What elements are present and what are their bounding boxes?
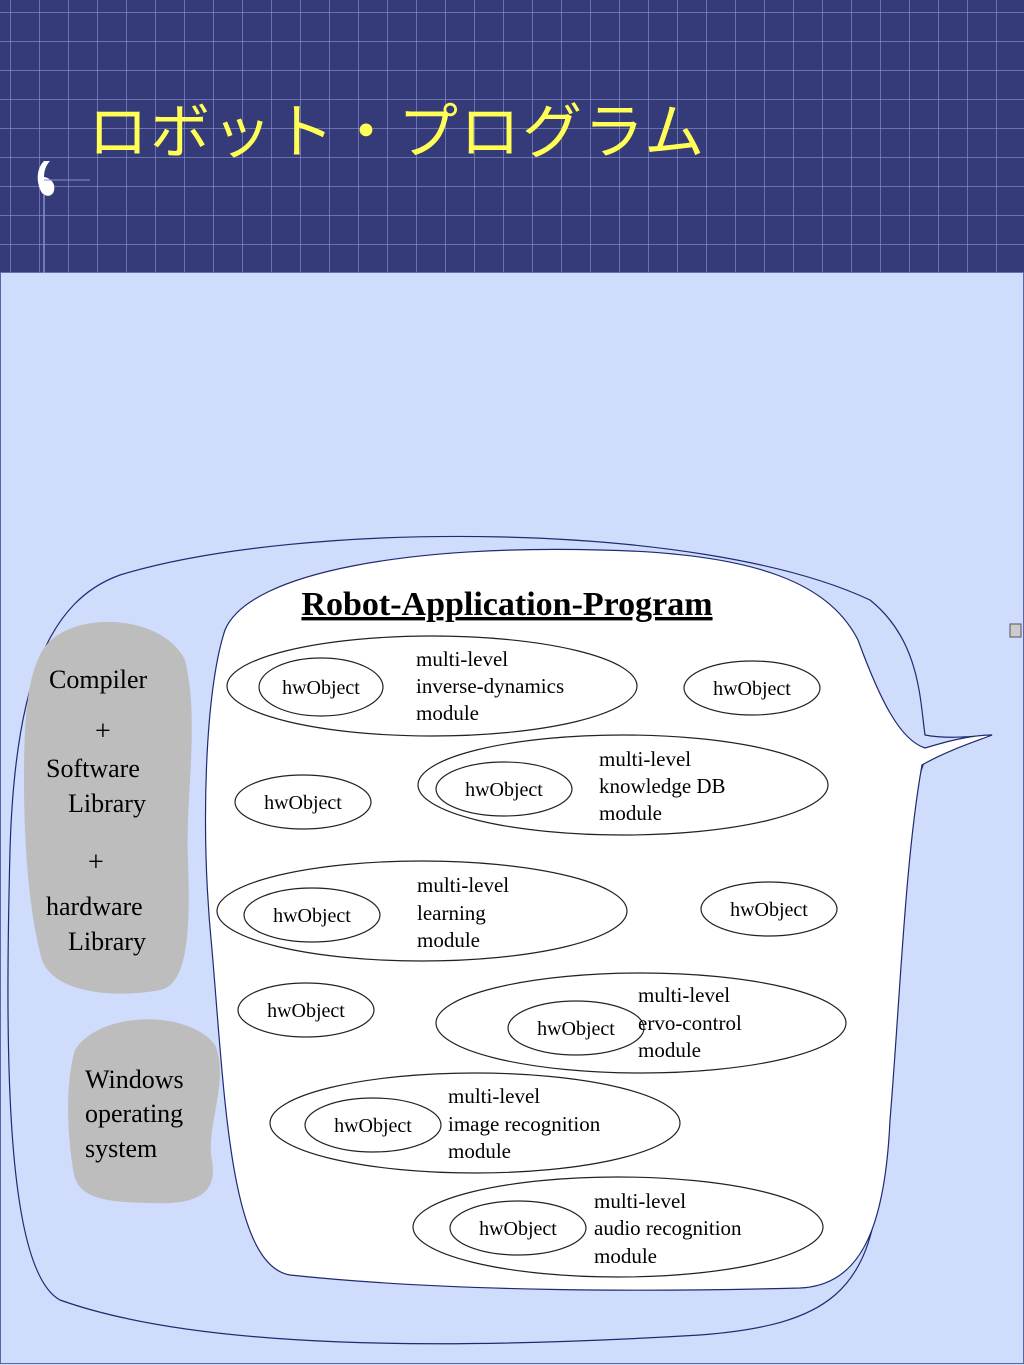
os-line-system: system (85, 1134, 157, 1163)
module-line-1: multi-level (416, 647, 508, 671)
module-audio-recognition: hwObject multi-level audio recognition m… (412, 1176, 824, 1278)
hwobject-label: hwObject (730, 899, 808, 921)
library-line-library-1: Library (68, 789, 146, 818)
standalone-hwobject-2: hwObject (234, 774, 372, 830)
program-bubble (204, 548, 993, 1291)
library-plus-2: + (88, 847, 104, 878)
module-line-1: multi-level (594, 1189, 686, 1213)
hwobject-label: hwObject (282, 677, 360, 699)
module-line-2: audio recognition (594, 1216, 742, 1240)
slide-header: ロボット・プログラム (0, 0, 1024, 273)
library-box (23, 621, 192, 994)
module-line-3: module (416, 701, 479, 725)
module-line-1: multi-level (448, 1084, 540, 1108)
hwobject-label: hwObject (264, 792, 342, 814)
module-line-2: image recognition (448, 1112, 601, 1136)
resize-handle[interactable] (1009, 623, 1022, 638)
hwobject-label: hwObject (537, 1018, 615, 1040)
module-servo-control: hwObject multi-level ervo-control module (435, 972, 847, 1074)
library-line-compiler: Compiler (49, 665, 148, 694)
module-line-3: module (594, 1244, 657, 1268)
module-line-2: learning (417, 901, 486, 925)
library-line-software: Software (46, 754, 140, 783)
page-title: ロボット・プログラム (88, 98, 707, 168)
module-image-recognition: hwObject multi-level image recognition m… (269, 1072, 681, 1174)
module-line-3: module (448, 1139, 511, 1163)
module-line-1: multi-level (599, 747, 691, 771)
module-line-1: multi-level (638, 983, 730, 1007)
module-inverse-dynamics: hwObject multi-level inverse-dynamics mo… (226, 635, 638, 737)
module-line-3: module (638, 1038, 701, 1062)
quote-mark-icon (37, 161, 90, 273)
os-line-operating: operating (85, 1099, 183, 1128)
standalone-hwobject-4: hwObject (237, 982, 375, 1038)
hwobject-label: hwObject (273, 905, 351, 927)
module-line-1: multi-level (417, 873, 509, 897)
module-line-3: module (599, 801, 662, 825)
os-box (68, 1019, 220, 1204)
program-title: Robot-Application-Program (301, 586, 712, 623)
module-knowledge-db: hwObject multi-level knowledge DB module (417, 734, 829, 836)
library-plus-1: + (95, 716, 111, 747)
standalone-hwobject-1: hwObject (683, 660, 821, 716)
module-line-2: knowledge DB (599, 774, 726, 798)
library-line-library-2: Library (68, 927, 146, 956)
module-line-2: ervo-control (638, 1011, 742, 1035)
module-line-2: inverse-dynamics (416, 674, 564, 698)
module-line-3: module (417, 928, 480, 952)
hwobject-label: hwObject (713, 678, 791, 700)
hwobject-label: hwObject (267, 1000, 345, 1022)
hwobject-label: hwObject (465, 779, 543, 801)
hwobject-label: hwObject (334, 1115, 412, 1137)
os-line-windows: Windows (85, 1065, 184, 1094)
hwobject-label: hwObject (479, 1218, 557, 1240)
standalone-hwobject-3: hwObject (700, 881, 838, 937)
library-line-hardware: hardware (46, 892, 143, 921)
module-learning: hwObject multi-level learning module (216, 860, 628, 962)
